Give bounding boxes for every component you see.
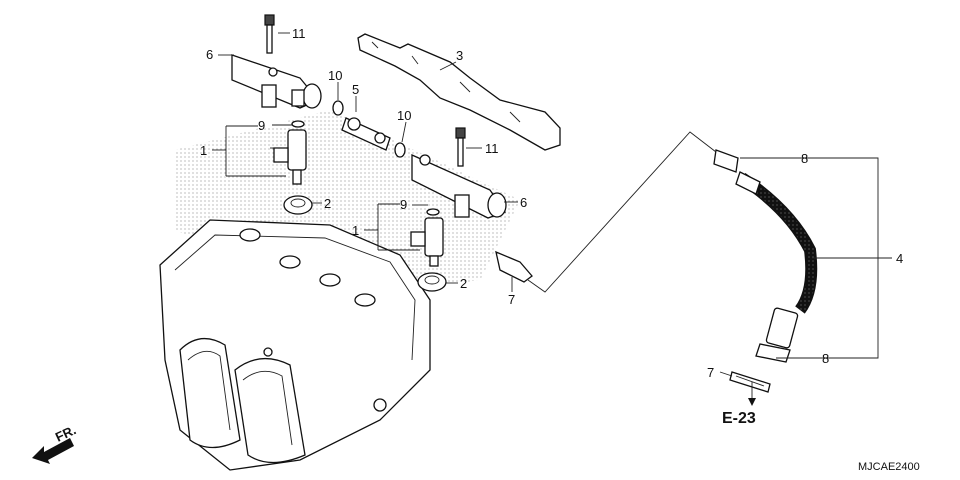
callout-11-upper: 11: [292, 26, 306, 41]
fuel-rail-lower: [411, 153, 507, 219]
callout-2-upper: 2: [324, 196, 331, 211]
callout-5: 5: [352, 82, 359, 97]
reference-arrow: [748, 398, 756, 406]
callout-2-lower: 2: [460, 276, 467, 291]
injector-upper: [273, 129, 307, 185]
front-direction-arrow-icon: [32, 438, 74, 464]
callout-1-lower: 1: [352, 223, 359, 238]
bolt-lower: [455, 127, 466, 167]
diagram-code: MJCAE2400: [858, 461, 920, 473]
injector-lower: [410, 217, 444, 267]
callout-11-lower: 11: [485, 141, 499, 156]
throttle-body-assembly: [159, 219, 431, 471]
front-direction-label: FR.: [53, 422, 78, 444]
fuel-joint: [341, 117, 391, 151]
callouts: 11 6 10 5 3 10 9 1 11 2 9 6 1 2 7 8 4 8 …: [200, 26, 903, 380]
callout-8-lower: 8: [822, 351, 829, 366]
callout-10-lower: 10: [397, 108, 411, 123]
callout-7-hose: 7: [707, 365, 714, 380]
grommet-upper: [283, 195, 313, 215]
callout-4: 4: [896, 251, 903, 266]
callout-6-upper: 6: [206, 47, 213, 62]
fuel-rail-upper: [231, 54, 322, 109]
callout-8-upper: 8: [801, 151, 808, 166]
o-ring-upper: [332, 100, 344, 116]
grommet-lower: [417, 272, 447, 292]
callout-1-upper: 1: [200, 143, 207, 158]
callout-3: 3: [456, 48, 463, 63]
reference-label: E-23: [722, 410, 756, 427]
fuel-feed-hose: [713, 149, 818, 363]
bolt-upper: [264, 14, 275, 54]
callout-9-lower: 9: [400, 197, 407, 212]
seal-ring-lower: [426, 208, 440, 216]
leader-lines: [212, 32, 892, 400]
seal-ring-upper: [291, 120, 305, 128]
connector-rail: [495, 250, 533, 283]
callout-6-lower: 6: [520, 195, 527, 210]
connector-clip: [729, 371, 771, 393]
callout-7-rail: 7: [508, 292, 515, 307]
o-ring-lower: [394, 142, 406, 158]
rail-bracket: [357, 33, 561, 151]
callout-10-upper: 10: [328, 68, 342, 83]
callout-9-upper: 9: [258, 118, 265, 133]
